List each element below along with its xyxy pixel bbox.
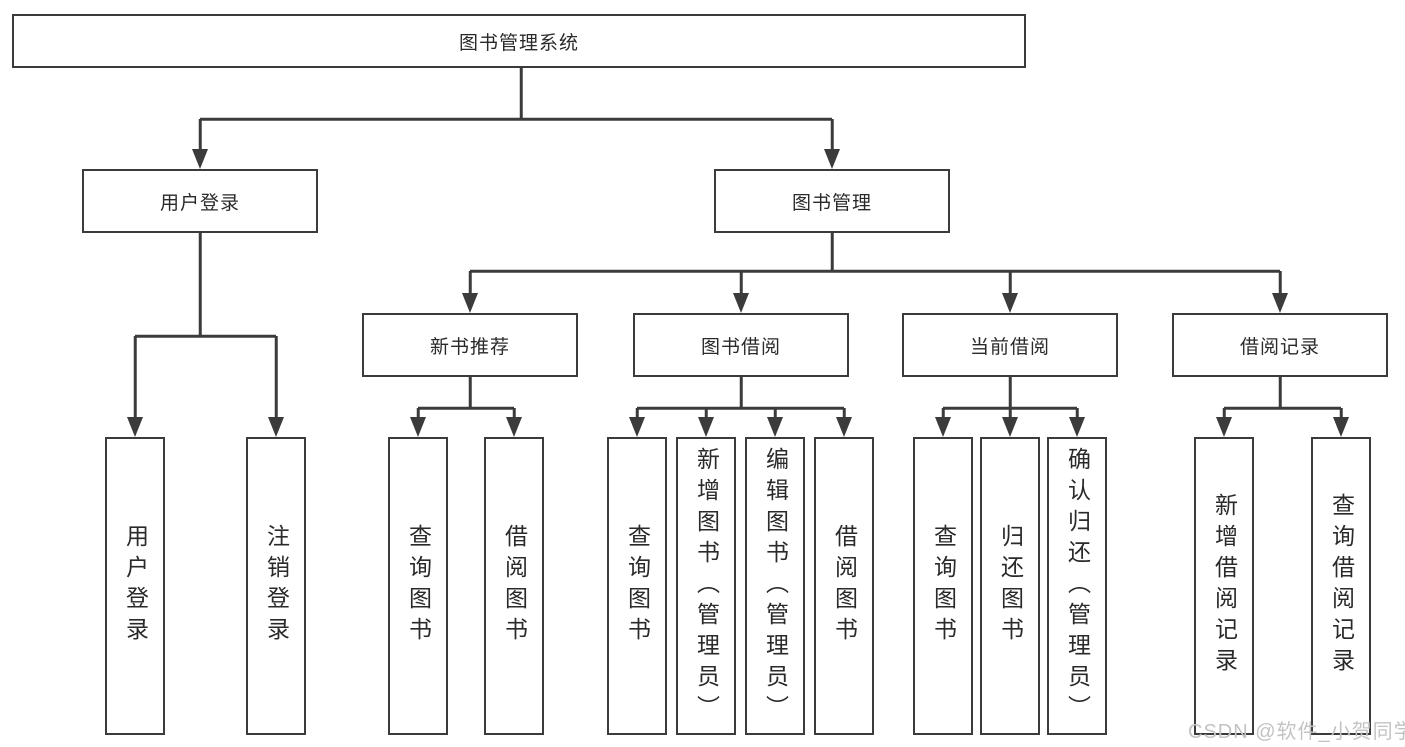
- connector-borrow-split: [637, 406, 844, 410]
- arrow-down-icon: [462, 293, 478, 313]
- leaf-query-books-current: 查询图书: [913, 437, 973, 735]
- leaf-add-borrow-record: 新增借阅记录: [1194, 437, 1254, 735]
- node-label: 图书借阅: [700, 336, 781, 358]
- arrow-down-icon: [733, 293, 749, 313]
- arrow-down-icon: [698, 417, 714, 437]
- leaf-query-borrow-record: 查询借阅记录: [1311, 437, 1371, 735]
- arrow-down-icon: [1333, 417, 1349, 437]
- leaf-confirm-return-admin: 确认归还（管理员）: [1047, 437, 1107, 735]
- arrow-down-icon: [1002, 293, 1018, 313]
- connector-bookmgmt-stem: [830, 233, 834, 271]
- arrow-down-icon: [410, 417, 426, 437]
- connector-borrow-drop-3: [773, 408, 777, 419]
- leaf-label: 确认归还（管理员）: [1064, 446, 1091, 726]
- arrow-down-icon: [1216, 417, 1232, 437]
- node-new-book-recommend: 新书推荐: [362, 313, 578, 377]
- connector-records-drop-2: [1339, 408, 1343, 419]
- leaf-label: 借阅图书: [831, 524, 858, 648]
- csdn-watermark: CSDN @软件_小贺同学: [1188, 721, 1405, 743]
- connector-borrow-stem: [739, 377, 743, 408]
- arrow-down-icon: [127, 417, 143, 437]
- connector-recommend-drop-1: [416, 408, 420, 419]
- leaf-label: 查询图书: [405, 524, 432, 648]
- connector-userlogin-split: [135, 334, 276, 338]
- connector-current-drop-3: [1075, 408, 1079, 419]
- connector-records-split: [1224, 406, 1341, 410]
- connector-userlogin-drop-2: [274, 336, 278, 419]
- arrow-down-icon: [192, 149, 208, 169]
- arrow-down-icon: [629, 417, 645, 437]
- leaf-borrow-books-recommend: 借阅图书: [484, 437, 544, 735]
- leaf-label: 借阅图书: [501, 524, 528, 648]
- node-label: 图书管理: [791, 192, 872, 214]
- leaf-label: 用户登录: [122, 524, 149, 648]
- connector-borrow-drop-4: [842, 408, 846, 419]
- node-label: 新书推荐: [429, 336, 510, 358]
- connector-bookmgmt-drop-3: [1008, 271, 1012, 296]
- connector-current-drop-1: [941, 408, 945, 419]
- node-label: 图书管理系统: [458, 32, 579, 54]
- connector-bookmgmt-split: [470, 269, 1280, 273]
- leaf-edit-books-admin: 编辑图书（管理员）: [745, 437, 805, 735]
- leaf-logout: 注销登录: [246, 437, 306, 735]
- node-current-borrow: 当前借阅: [902, 313, 1118, 377]
- connector-root-left-drop: [198, 119, 202, 151]
- leaf-label: 注销登录: [263, 524, 290, 648]
- connector-current-drop-2: [1008, 408, 1012, 419]
- leaf-label: 新增借阅记录: [1211, 493, 1238, 679]
- leaf-label: 新增图书（管理员）: [693, 446, 720, 726]
- node-label: 借阅记录: [1239, 336, 1320, 358]
- arrow-down-icon: [935, 417, 951, 437]
- arrow-down-icon: [506, 417, 522, 437]
- arrow-down-icon: [836, 417, 852, 437]
- node-book-management-branch: 图书管理: [714, 169, 950, 233]
- connector-records-drop-1: [1222, 408, 1226, 419]
- connector-userlogin-stem: [198, 233, 202, 336]
- connector-userlogin-drop-1: [133, 336, 137, 419]
- connector-root-stem: [519, 68, 523, 119]
- leaf-label: 查询图书: [930, 524, 957, 648]
- arrow-down-icon: [1272, 293, 1288, 313]
- arrow-down-icon: [268, 417, 284, 437]
- connector-records-stem: [1278, 377, 1282, 408]
- connector-recommend-stem: [468, 377, 472, 408]
- leaf-query-books-borrow: 查询图书: [607, 437, 667, 735]
- leaf-add-books-admin: 新增图书（管理员）: [676, 437, 736, 735]
- node-borrow-records: 借阅记录: [1172, 313, 1388, 377]
- connector-recommend-split: [418, 406, 514, 410]
- connector-bookmgmt-drop-4: [1278, 271, 1282, 296]
- leaf-return-books: 归还图书: [980, 437, 1040, 735]
- leaf-borrow-books: 借阅图书: [814, 437, 874, 735]
- connector-borrow-drop-2: [704, 408, 708, 419]
- leaf-label: 查询借阅记录: [1328, 493, 1355, 679]
- connector-bookmgmt-drop-1: [468, 271, 472, 296]
- arrow-down-icon: [767, 417, 783, 437]
- arrow-down-icon: [1002, 417, 1018, 437]
- leaf-label: 编辑图书（管理员）: [762, 446, 789, 726]
- arrow-down-icon: [1069, 417, 1085, 437]
- connector-recommend-drop-2: [512, 408, 516, 419]
- arrow-down-icon: [824, 149, 840, 169]
- connector-root-right-drop: [830, 119, 834, 151]
- node-book-borrow: 图书借阅: [633, 313, 849, 377]
- node-library-management-system: 图书管理系统: [12, 14, 1026, 68]
- node-label: 当前借阅: [969, 336, 1050, 358]
- leaf-label: 查询图书: [624, 524, 651, 648]
- node-user-login-branch: 用户登录: [82, 169, 318, 233]
- connector-bookmgmt-drop-2: [739, 271, 743, 296]
- leaf-user-login: 用户登录: [105, 437, 165, 735]
- connector-borrow-drop-1: [635, 408, 639, 419]
- connector-current-stem: [1008, 377, 1012, 408]
- node-label: 用户登录: [159, 192, 240, 214]
- leaf-query-books-recommend: 查询图书: [388, 437, 448, 735]
- connector-root-split: [200, 117, 832, 121]
- leaf-label: 归还图书: [997, 524, 1024, 648]
